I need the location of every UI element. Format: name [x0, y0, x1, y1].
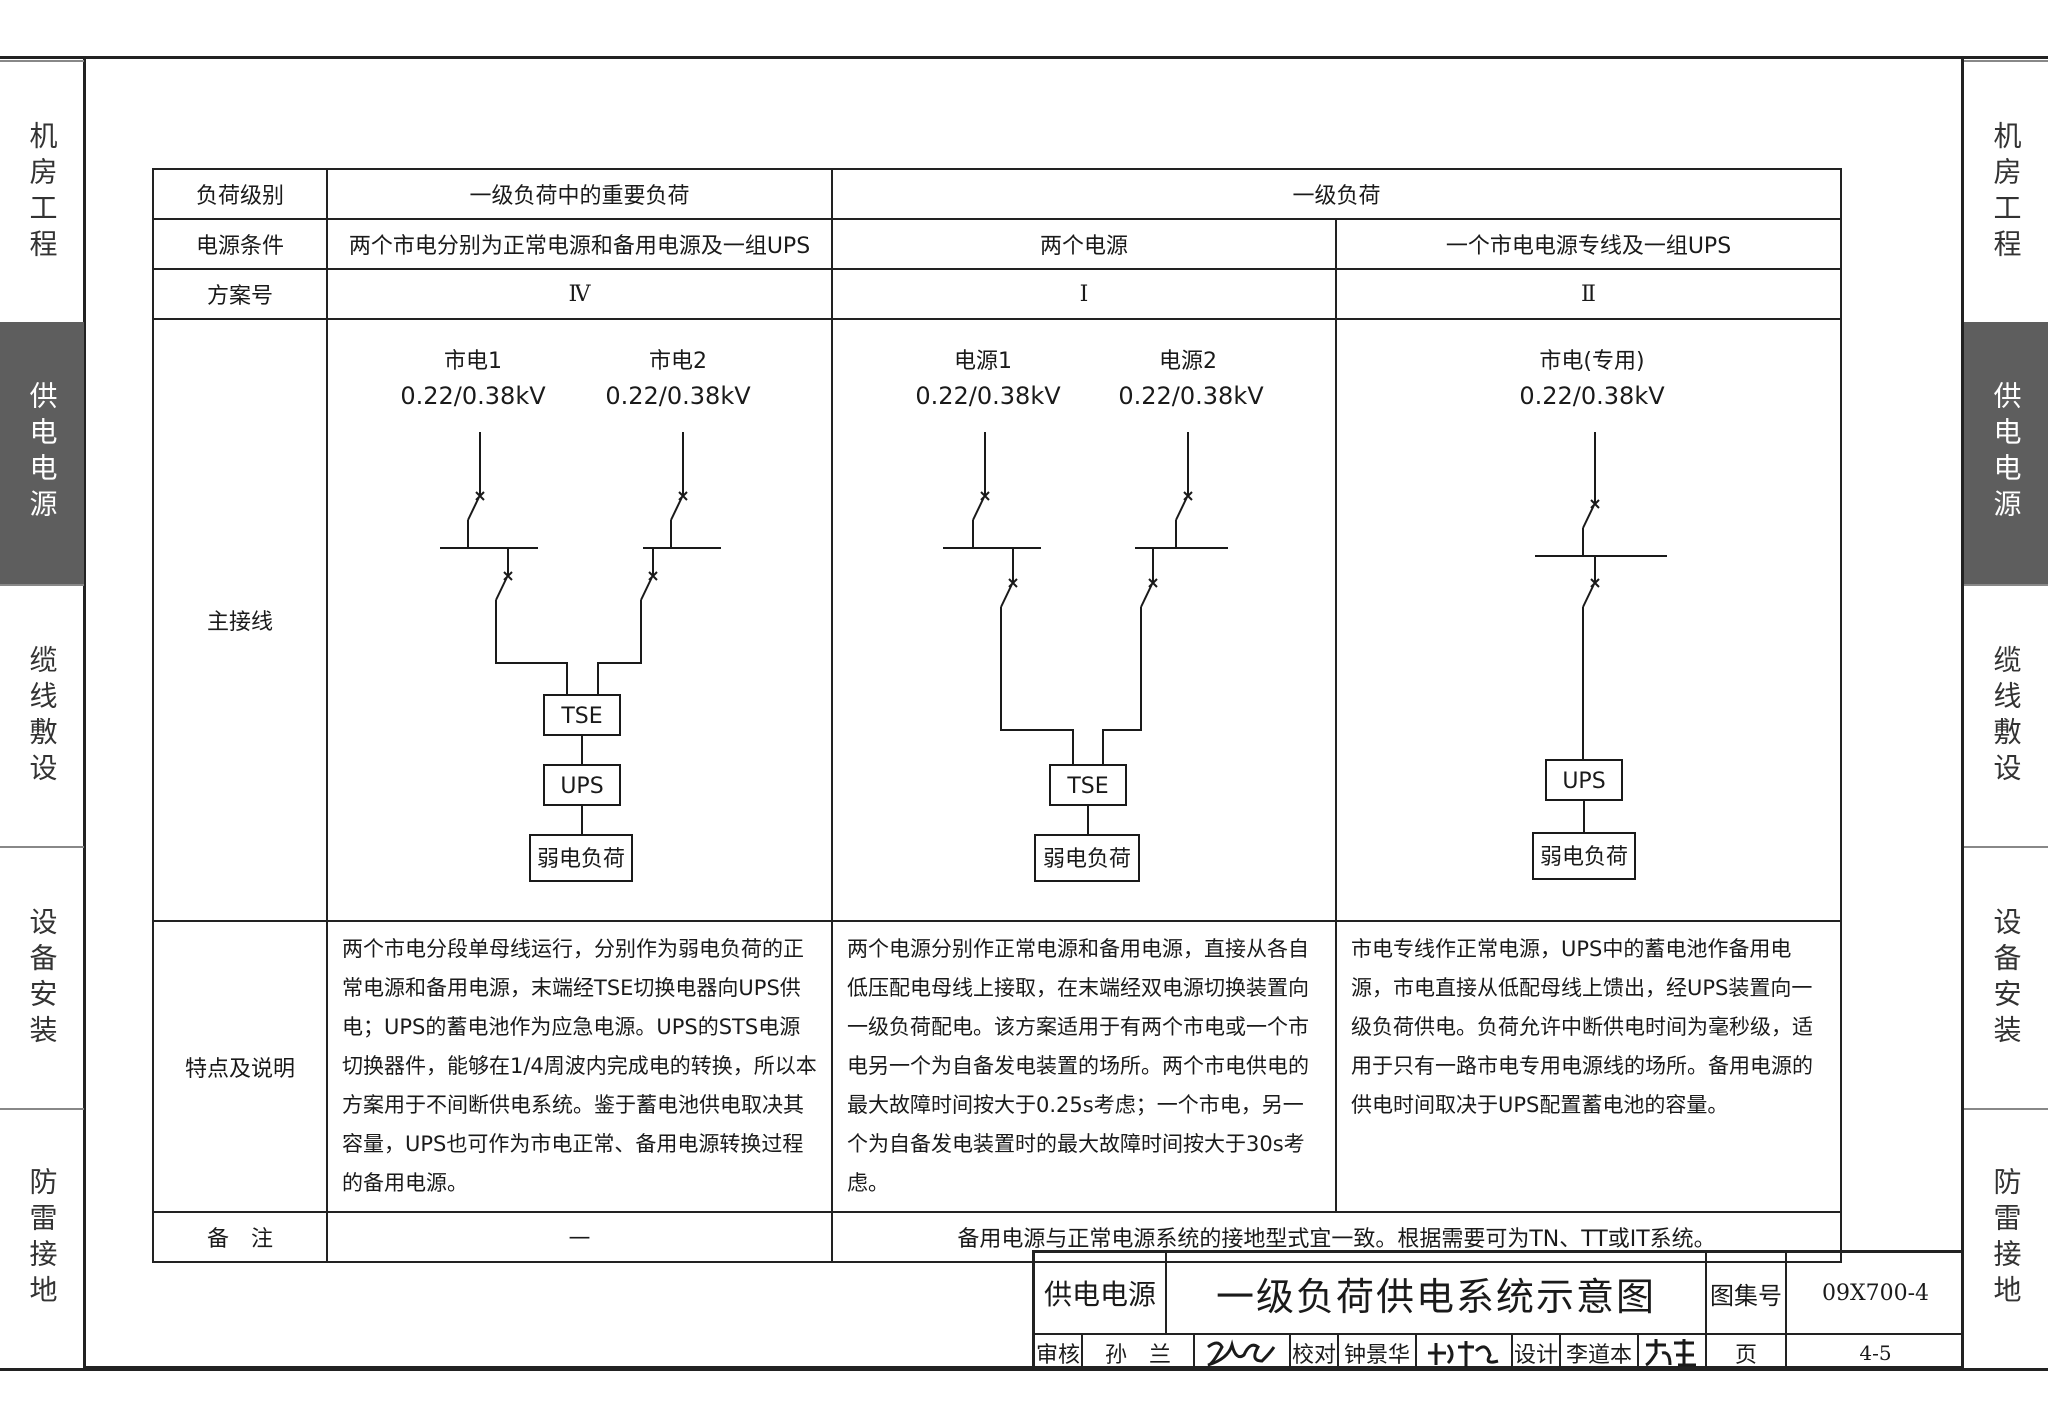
power-condition-col1: 两个市电分别为正常电源和备用电源及一组UPS	[326, 218, 833, 270]
power-condition-col3: 一个市电电源专线及一组UPS	[1334, 218, 1843, 270]
row-label-power-condition: 电源条件	[152, 218, 328, 270]
drawing-frame	[83, 56, 1964, 1369]
designer-name: 李道本	[1561, 1335, 1639, 1370]
scheme-no-col1: Ⅳ	[326, 268, 833, 320]
load-box	[1532, 832, 1636, 880]
source-name: 市电(专用)	[1539, 349, 1644, 374]
side-tab-right-3[interactable]: 设备安装	[1964, 846, 2048, 1110]
source-voltage: 0.22/0.38kV	[1519, 382, 1665, 410]
side-tab-right-4[interactable]: 防雷接地	[1964, 1108, 2048, 1368]
designer-signature-icon	[1645, 1338, 1696, 1366]
feeder-left	[440, 432, 568, 695]
side-tab-label: 机房工程	[1989, 121, 2023, 265]
page-label: 页	[1707, 1335, 1787, 1370]
remarks-col1: —	[326, 1211, 833, 1263]
row-label-features: 特点及说明	[152, 920, 328, 1213]
side-tab-left-0[interactable]: 机房工程	[0, 60, 84, 324]
side-tab-right-2[interactable]: 缆线敷设	[1964, 584, 2048, 848]
source1-name: 电源1	[954, 349, 1012, 374]
reviewer-signature-icon	[1207, 1338, 1276, 1366]
features-col3: 市电专线作正常电源，UPS中的蓄电池作备用电源，市电直接从低配母线上馈出，经UP…	[1334, 920, 1843, 1213]
ups-label: UPS	[1562, 769, 1605, 794]
source2-name: 电源2	[1159, 349, 1217, 374]
reviewer-signature	[1195, 1335, 1291, 1370]
side-tab-label: 设备安装	[1989, 907, 2023, 1051]
side-tab-label: 机房工程	[25, 121, 59, 265]
page-no: 4-5	[1859, 1340, 1892, 1365]
side-tab-right-1[interactable]: 供电电源	[1964, 322, 2048, 584]
title-block-section: 供电电源	[1035, 1253, 1167, 1335]
designer-signature	[1639, 1335, 1707, 1370]
source1-voltage: 0.22/0.38kV	[915, 382, 1061, 410]
tse-label: TSE	[560, 704, 602, 729]
checker-name: 钟景华	[1339, 1335, 1417, 1370]
side-tab-right-0[interactable]: 机房工程	[1964, 60, 2048, 324]
source1-voltage: 0.22/0.38kV	[400, 382, 546, 410]
atlas-no: 09X700-4	[1787, 1253, 1964, 1335]
remarks-col23: 备用电源与正常电源系统的接地型式宜一致。根据需要可为TN、TT或IT系统。	[830, 1211, 1843, 1263]
row-features: 特点及说明 两个市电分段单母线运行，分别作为弱电负荷的正常电源和备用电源，末端经…	[152, 920, 1843, 1213]
features-col2: 两个电源分别作正常电源和备用电源，直接从各自低压配电母线上接取，在末端经双电源切…	[831, 920, 1337, 1213]
row-power-condition: 电源条件 两个市电分别为正常电源和备用电源及一组UPS 两个电源 一个市电电源专…	[152, 218, 1843, 270]
side-tab-left-3[interactable]: 设备安装	[0, 846, 84, 1110]
reviewer-name: 孙 兰	[1083, 1335, 1195, 1370]
load-level-col1: 一级负荷中的重要负荷	[326, 168, 833, 220]
feeder-left	[943, 432, 1074, 765]
row-remarks: 备 注 — 备用电源与正常电源系统的接地型式宜一致。根据需要可为TN、TT或IT…	[152, 1211, 1843, 1263]
row-scheme-no: 方案号 Ⅳ Ⅰ Ⅱ	[152, 268, 1843, 320]
side-tab-label: 缆线敷设	[1989, 645, 2023, 789]
source2-voltage: 0.22/0.38kV	[1118, 382, 1264, 410]
load-level-col23: 一级负荷	[830, 168, 1843, 220]
title-block: 供电电源 一级负荷供电系统示意图 图集号 09X700-4 审核 孙 兰 校对 …	[1032, 1250, 1964, 1370]
source2-voltage: 0.22/0.38kV	[605, 382, 751, 410]
row-label-scheme-no: 方案号	[152, 268, 328, 320]
checker-signature-icon	[1428, 1340, 1499, 1367]
side-tab-label: 设备安装	[25, 907, 59, 1051]
load-box	[1034, 834, 1140, 882]
load-label: 弱电负荷	[1540, 845, 1628, 870]
feeder-main	[1535, 432, 1667, 760]
row-label-main-wiring: 主接线	[152, 318, 328, 922]
load-box	[529, 834, 633, 882]
wiring-diagram-col3: 市电(专用) 0.22/0.38kV UPS 弱电负荷	[1334, 318, 1843, 922]
power-condition-col2: 两个电源	[831, 218, 1337, 270]
load-scheme-table: 负荷级别 一级负荷中的重要负荷 一级负荷 电源条件 两个市电分别为正常电源和备用…	[152, 168, 1843, 1263]
side-tab-left-4[interactable]: 防雷接地	[0, 1108, 84, 1368]
feeder-right	[597, 432, 721, 695]
ups-label: UPS	[560, 774, 603, 799]
review-label: 审核	[1035, 1335, 1083, 1370]
scheme-no-col3: Ⅱ	[1334, 268, 1843, 320]
load-label: 弱电负荷	[537, 847, 625, 872]
side-tab-label: 供电电源	[1989, 381, 2023, 525]
source2-name: 市电2	[649, 349, 707, 374]
load-label: 弱电负荷	[1043, 847, 1131, 872]
wiring-diagram-svg-col3: 市电(专用) 0.22/0.38kV UPS 弱电负荷	[1519, 349, 1667, 880]
scheme-no-col2: Ⅰ	[831, 268, 1337, 320]
side-tab-label: 防雷接地	[1989, 1167, 2023, 1311]
features-col1: 两个市电分段单母线运行，分别作为弱电负荷的正常电源和备用电源，末端经TSE切换电…	[326, 920, 833, 1213]
check-label: 校对	[1291, 1335, 1339, 1370]
row-label-load-level: 负荷级别	[152, 168, 328, 220]
wiring-diagram-svg-col1: 市电1 0.22/0.38kV 市电2 0.22/0.38kV TSE	[400, 349, 751, 882]
tse-label: TSE	[1066, 774, 1108, 799]
source1-name: 市电1	[444, 349, 502, 374]
row-label-remarks: 备 注	[152, 1211, 328, 1263]
feeder-right	[1102, 432, 1228, 765]
row-load-level: 负荷级别 一级负荷中的重要负荷 一级负荷	[152, 168, 1843, 220]
wiring-diagram-svg-col2: 电源1 0.22/0.38kV 电源2 0.22/0.38kV TSE	[915, 349, 1264, 882]
bottom-border-line	[0, 1368, 2048, 1371]
row-main-wiring: 主接线 市电1 0.22/0.38kV 市电2 0.22/0.38kV	[152, 318, 1843, 922]
atlas-no-label: 图集号	[1707, 1253, 1787, 1335]
wiring-diagram-col2: 电源1 0.22/0.38kV 电源2 0.22/0.38kV TSE	[831, 318, 1337, 922]
side-tab-label: 防雷接地	[25, 1167, 59, 1311]
side-tab-label: 供电电源	[25, 381, 59, 525]
checker-signature	[1417, 1335, 1513, 1370]
side-tab-label: 缆线敷设	[25, 645, 59, 789]
wiring-diagram-col1: 市电1 0.22/0.38kV 市电2 0.22/0.38kV TSE	[326, 318, 833, 922]
side-tab-left-2[interactable]: 缆线敷设	[0, 584, 84, 848]
drawing-title: 一级负荷供电系统示意图	[1167, 1253, 1707, 1335]
design-label: 设计	[1513, 1335, 1561, 1370]
side-tab-left-1[interactable]: 供电电源	[0, 322, 84, 584]
